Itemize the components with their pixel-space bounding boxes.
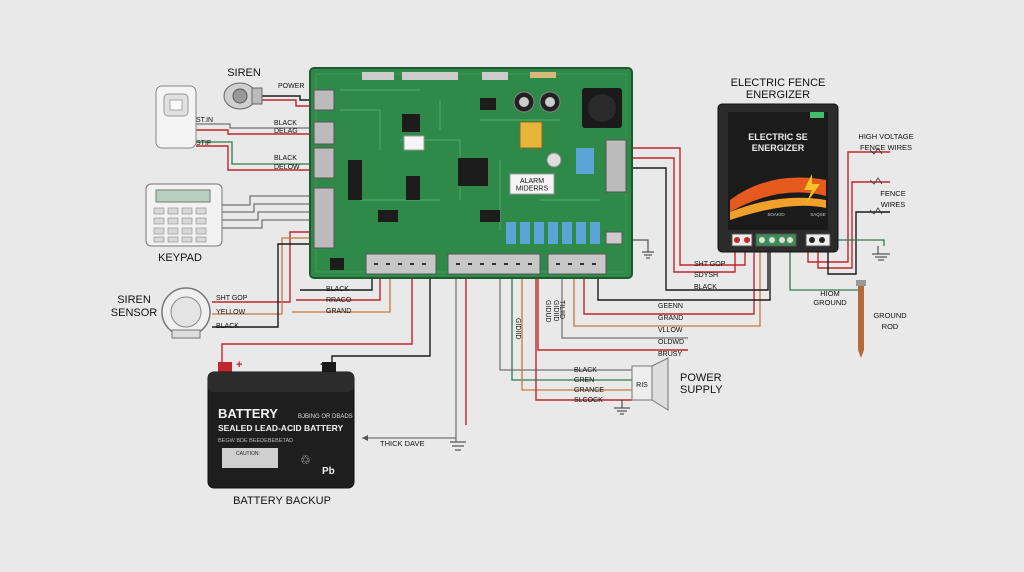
label-vertical-3: GIDIID xyxy=(552,300,559,321)
label-sht-gop-right: SHT GOP xyxy=(694,261,726,268)
siren-sensor-title-1: SIREN xyxy=(117,294,151,306)
keypad-title: KEYPAD xyxy=(158,252,202,264)
energizer-screen-line2: ENERGIZER xyxy=(752,143,805,153)
power-supply-device xyxy=(614,357,669,415)
fence-wires-1: FENCE xyxy=(880,189,905,198)
ground-rod-2: ROD xyxy=(882,322,899,331)
power-supply-title-2: SUPPLY xyxy=(680,384,723,396)
label-black-2: BLACK xyxy=(274,155,297,162)
label-black-bottom: BLACK xyxy=(574,367,597,374)
bottom-terminal-blocks xyxy=(365,253,607,275)
label-geenn: GEENN xyxy=(658,303,683,310)
right-terminal-block xyxy=(605,139,627,193)
label-rraco: RRACO xyxy=(326,297,352,304)
battery-plus: + xyxy=(236,359,242,371)
motion-sensor xyxy=(155,85,197,149)
label-delow: DELOW xyxy=(274,164,300,171)
label-grange: GRANCE xyxy=(574,387,604,394)
energizer-terminal-2: SAQSE xyxy=(810,212,826,217)
microcontroller-chip xyxy=(458,158,488,186)
label-oldwd: OLDWD xyxy=(658,339,684,346)
thick-dave-label: THICK DAVE xyxy=(380,439,424,448)
label-gren: GREN xyxy=(574,377,594,384)
hiom-ground-2: GROUND xyxy=(813,298,847,307)
label-black-3: BLACK xyxy=(216,323,239,330)
label-sdysh: SDYSH xyxy=(694,272,718,279)
label-vllow: VLLOW xyxy=(658,327,683,334)
battery-subtitle: SEALED LEAD-ACID BATTERY xyxy=(218,423,343,433)
hv-wires-2: FENCE WIRES xyxy=(860,143,912,152)
battery-device: ♲ xyxy=(207,362,355,489)
label-yellow: YELLOW xyxy=(216,309,246,316)
battery-title: BATTERY xyxy=(218,406,278,421)
label-grand-right: GRAND xyxy=(658,315,683,322)
label-vertical-4: TILIID xyxy=(558,300,565,319)
label-black-right: BLACK xyxy=(694,284,717,291)
siren-sensor-device xyxy=(161,287,211,339)
label-vertical-1: GIDIID xyxy=(514,318,521,339)
label-black-4: BLACK xyxy=(326,286,349,293)
energizer-device xyxy=(717,103,839,253)
svg-text:♲: ♲ xyxy=(300,453,311,467)
ground-rod-1: GROUND xyxy=(873,311,907,320)
fence-wires-2: WIRES xyxy=(881,200,906,209)
power-supply-device-label: RIS xyxy=(636,382,648,389)
label-brusy: BRUSY xyxy=(658,351,682,358)
energizer-title-1: ELECTRIC FENCE xyxy=(731,77,826,89)
label-black-1: BLACK xyxy=(274,120,297,127)
siren-title: SIREN xyxy=(227,67,261,79)
label-stin: ST.IN xyxy=(196,117,213,124)
ground-rod-device xyxy=(856,280,866,358)
hv-wires-1: HIGH VOLTAGE xyxy=(858,132,913,141)
left-terminal-blocks xyxy=(313,89,335,249)
label-stif: STIF xyxy=(196,140,211,147)
battery-caution: CAUTION: xyxy=(236,451,260,457)
label-slcock: SLCOCK xyxy=(574,397,603,404)
label-delag: DELAG xyxy=(274,128,298,135)
hiom-ground-1: HIOM xyxy=(820,289,840,298)
battery-fine: BEGW BDE BEEDEBEBETAD xyxy=(218,438,293,444)
siren-speaker xyxy=(223,82,263,110)
battery-pb: Pb xyxy=(322,466,335,477)
battery-backup-title: BATTERY BACKUP xyxy=(233,495,331,507)
power-supply-title-1: POWER xyxy=(680,372,722,384)
relay-bank xyxy=(506,148,600,244)
label-sht-gop-left: SHT GOP xyxy=(216,295,248,302)
label-grand-left: GRAND xyxy=(326,308,351,315)
label-vertical-2: GIDUD xyxy=(544,300,551,323)
energizer-title-2: ENERGIZER xyxy=(746,89,810,101)
keypad-device xyxy=(145,183,223,247)
battery-corner: BJBING OR DBADS xyxy=(298,414,353,420)
wires xyxy=(196,95,890,441)
label-power: POWER xyxy=(278,83,304,90)
energizer-terminal-1: SOAKIO xyxy=(767,212,785,217)
battery-minus: − xyxy=(320,357,327,371)
energizer-screen-line1: ELECTRIC SE xyxy=(748,132,808,142)
siren-sensor-title-2: SENSOR xyxy=(111,307,158,319)
